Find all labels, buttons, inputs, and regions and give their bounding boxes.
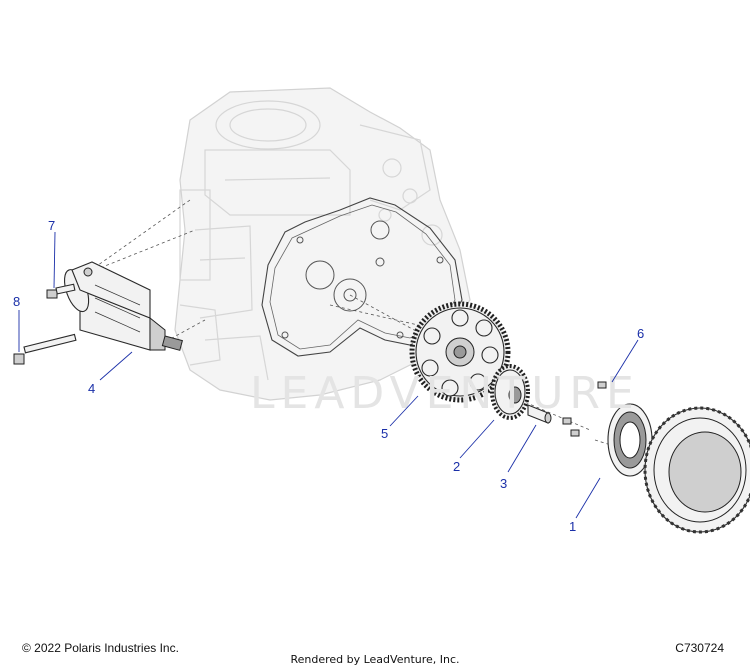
bolt-long (13, 333, 77, 365)
callout-7: 7 (48, 218, 56, 289)
callout-label-7: 7 (48, 218, 55, 233)
watermark-text: LEADVENTURE (250, 368, 640, 419)
callout-label-8: 8 (13, 294, 20, 309)
rendered-by-text: Rendered by LeadVenture, Inc. (290, 653, 460, 666)
starter-motor (63, 261, 183, 351)
callout-label-2: 2 (453, 459, 460, 474)
flywheel (643, 406, 750, 534)
callout-4: 4 (88, 351, 133, 396)
clutch-bolts (562, 381, 607, 437)
callout-label-3: 3 (500, 476, 507, 491)
callout-label-1: 1 (569, 519, 576, 534)
starter-idler-gear-large (409, 301, 511, 403)
bolt-short (46, 283, 76, 299)
callout-label-6: 6 (637, 326, 644, 341)
one-way-clutch (607, 403, 653, 477)
callout-5: 5 (381, 395, 419, 441)
callout-label-5: 5 (381, 426, 388, 441)
callout-label-4: 4 (88, 381, 95, 396)
copyright-text: © 2022 Polaris Industries Inc. (22, 641, 179, 655)
diagram-code: C730724 (675, 641, 724, 655)
callout-2: 2 (453, 419, 495, 474)
callout-3: 3 (500, 424, 537, 491)
callout-1: 1 (569, 477, 601, 534)
callout-6: 6 (611, 326, 644, 383)
callout-8: 8 (13, 294, 20, 352)
starter-idler-gear-small (490, 364, 530, 420)
idler-shaft (527, 404, 552, 424)
